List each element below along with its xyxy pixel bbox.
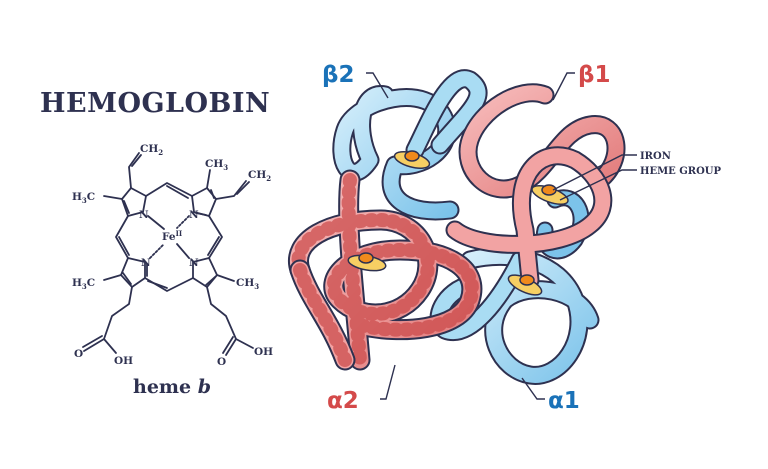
methyl-group-right-bottom: CH3	[236, 277, 259, 291]
nitrogen-label: N	[189, 209, 199, 221]
heme-atom-labels: FeII N N N N CH2 CH3 CH2 H3C H3C CH3 O O…	[72, 143, 273, 368]
heme-group-disc	[507, 274, 543, 296]
nitrogen-label: N	[139, 209, 149, 221]
chain-label-beta2: β2	[322, 62, 354, 88]
methyl-group-top: CH3	[205, 158, 228, 172]
methyl-group-left-top: H3C	[72, 191, 95, 205]
page-title: HEMOGLOBIN	[40, 88, 271, 119]
nitrogen-label: N	[189, 257, 199, 269]
beta1-chain	[445, 83, 626, 290]
leader-lines	[366, 72, 637, 400]
hemoglobin-protein	[288, 69, 626, 385]
callout-heme-group: HEME GROUP	[640, 166, 722, 177]
carboxyl-hydroxyl-left: OH	[114, 355, 133, 367]
caption-suffix: b	[197, 376, 212, 398]
carboxyl-oxygen-right: O	[217, 356, 226, 368]
beta2-chain	[332, 69, 488, 221]
pyrrole-ring-top-left	[121, 187, 147, 217]
carboxyl-oxygen-left: O	[74, 348, 83, 360]
heme-b-caption: heme b	[133, 376, 211, 398]
callout-iron: IRON	[640, 151, 671, 162]
methyl-group-left-bottom: H3C	[72, 277, 95, 291]
vinyl-group-right: CH2	[248, 169, 271, 183]
chain-label-beta1: β1	[578, 62, 610, 88]
caption-prefix: heme	[133, 376, 198, 398]
heme-group-disc	[347, 252, 387, 272]
chain-label-alpha2: α2	[327, 388, 359, 414]
heme-group-disc	[393, 150, 431, 169]
iron-atom-label: FeII	[162, 229, 182, 243]
chain-label-alpha1: α1	[548, 388, 580, 414]
heme-group-disc	[531, 184, 569, 205]
carboxyl-hydroxyl-right: OH	[254, 346, 273, 358]
nitrogen-label: N	[141, 257, 151, 269]
heme-b-structure	[82, 152, 254, 356]
vinyl-group-top: CH2	[140, 143, 163, 157]
